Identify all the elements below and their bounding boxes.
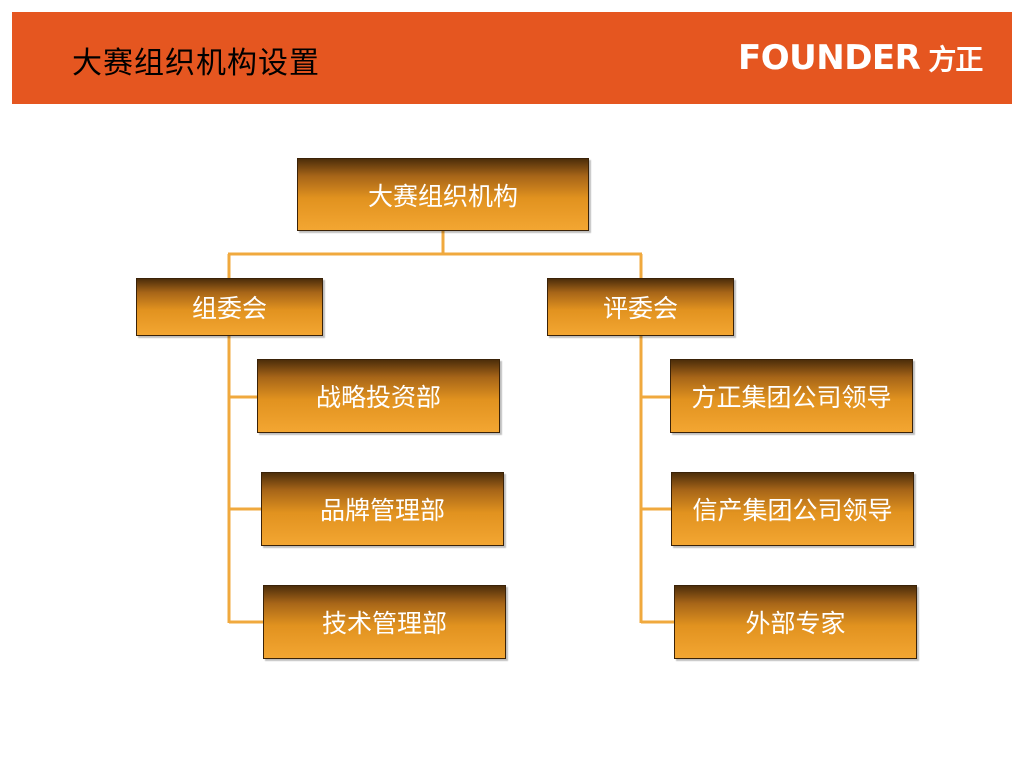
org-left-branch-box: 组委会 [136,278,323,336]
org-right-child-box: 信产集团公司领导 [671,472,914,546]
org-root-box: 大赛组织机构 [297,158,589,231]
org-left-child-box: 品牌管理部 [261,472,504,546]
org-right-branch-box: 评委会 [547,278,734,336]
founder-logo: FOUNDER 方正 [738,38,983,78]
org-right-child-box: 方正集团公司领导 [670,359,913,433]
page-title: 大赛组织机构设置 [72,46,320,81]
logo-wordmark: FOUNDER [738,38,921,78]
org-left-child-box: 技术管理部 [263,585,506,659]
header-bar: 大赛组织机构设置 FOUNDER 方正 [12,12,1012,104]
logo-chinese: 方正 [928,43,983,76]
org-left-child-box: 战略投资部 [257,359,500,433]
org-right-child-box: 外部专家 [674,585,917,659]
